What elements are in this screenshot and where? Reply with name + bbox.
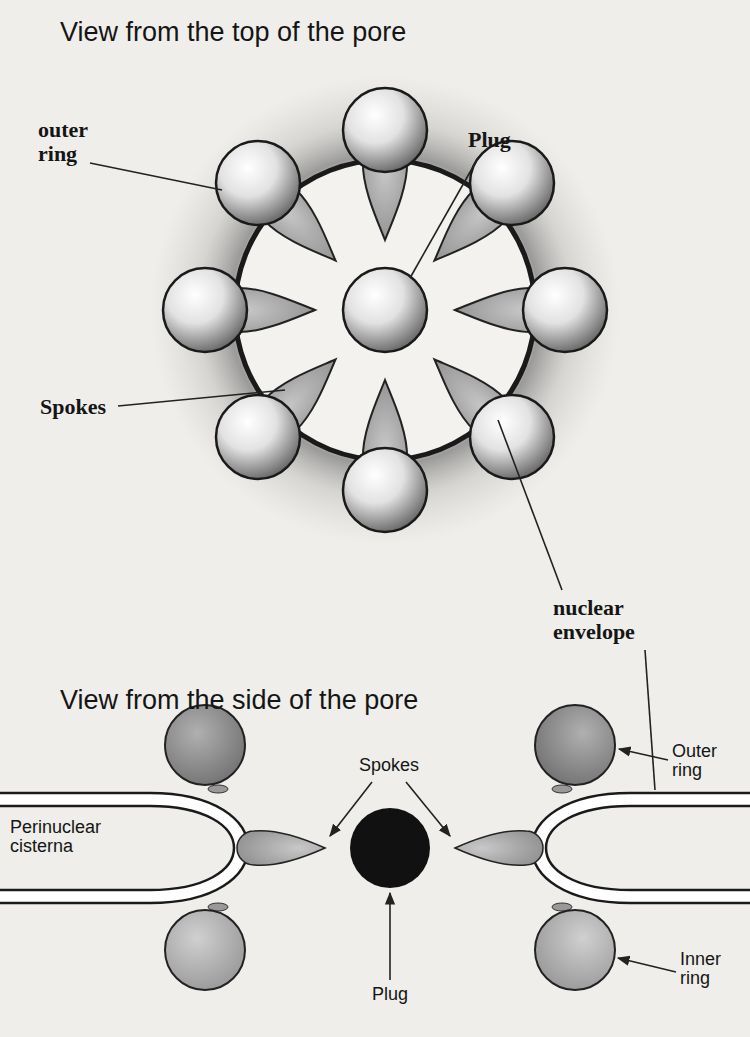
part-label: outer ring: [38, 118, 113, 166]
view-heading: View from the side of the pore: [60, 686, 418, 715]
view-heading: View from the top of the pore: [60, 18, 406, 47]
part-label: nuclear envelope: [553, 596, 653, 644]
part-label: Inner ring: [680, 950, 738, 989]
part-label: Spokes: [359, 756, 419, 775]
part-label: Perinuclear cisterna: [10, 818, 130, 857]
part-label: Plug: [468, 128, 511, 152]
part-label: Spokes: [40, 395, 106, 419]
part-label: Plug: [372, 985, 408, 1004]
part-label: Outer ring: [672, 742, 730, 781]
